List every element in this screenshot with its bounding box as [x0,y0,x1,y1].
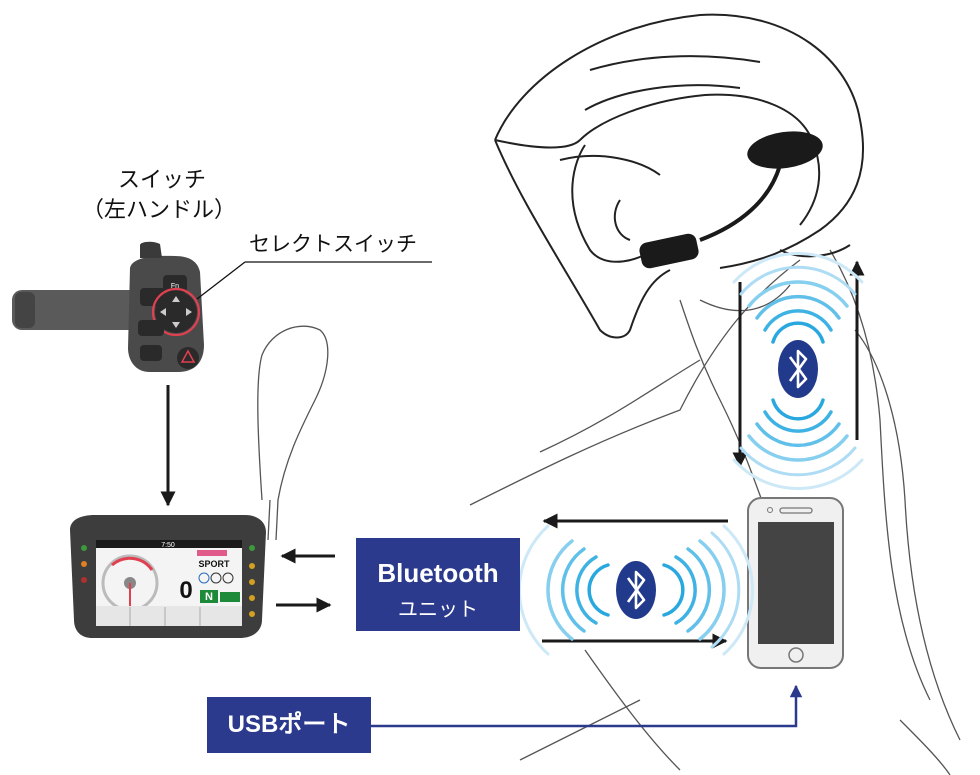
meter-mode: SPORT [198,559,230,569]
svg-text:Fn: Fn [171,283,179,290]
usb-port-label: USBポート [227,711,351,738]
usb-port-box: USBポート [207,697,371,753]
bluetooth-unit-box: Bluetooth ユニット [356,538,520,631]
select-switch-label: セレクトスイッチ [249,232,417,256]
meter-display: 7:50 0 SPORT N [70,515,266,638]
bluetooth-icon-horizontal [616,561,656,619]
bluetooth-icon-vertical [778,340,818,398]
select-switch-leader-line [196,261,246,300]
meter-gear: N [205,591,213,603]
select-switch-highlight-ring [151,287,201,337]
smartphone [747,497,844,669]
mirror-outline [257,325,329,541]
rider-outline [469,249,961,775]
bluetooth-waves-vertical [732,252,864,490]
switch-label-line1: スイッチ [118,168,207,193]
headset-speaker [747,131,823,169]
headset-microphone [639,164,782,269]
usb-connection-line [370,684,803,728]
flow-arrows [160,260,865,649]
meter-speed: 0 [179,577,192,604]
handlebar-switch: Fn [12,241,204,372]
bluetooth-waves-horizontal [518,524,754,656]
bluetooth-unit-title: Bluetooth [377,558,499,588]
switch-label-line2: （左ハンドル） [82,198,237,223]
bluetooth-unit-subtitle: ユニット [398,597,478,621]
helmet [494,13,864,339]
meter-time: 7:50 [161,542,175,549]
